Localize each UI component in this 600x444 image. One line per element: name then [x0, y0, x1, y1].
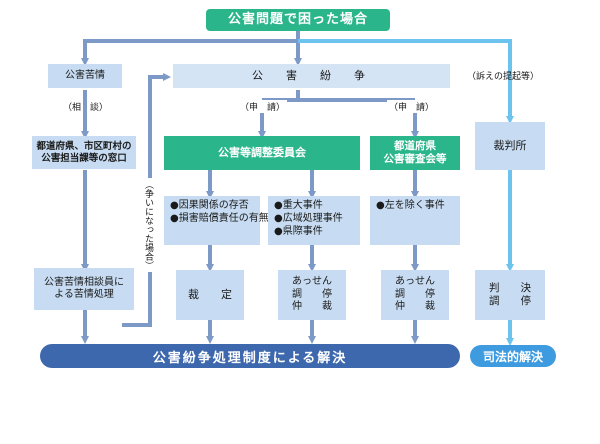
- commission-items-a: ●因果関係の存否 ●損害賠償責任の有無: [164, 196, 269, 245]
- list-item: ●左を除く事件: [376, 200, 445, 211]
- lawsuit-label: （訴えの提起等）: [467, 72, 540, 82]
- court-box: 裁判所: [475, 122, 545, 170]
- public-dispute-box: 公 害 紛 争: [173, 64, 450, 88]
- list-item: ●広域処理事件: [274, 213, 343, 224]
- arbitration-ruling-box: 裁 定: [176, 270, 244, 320]
- arrow-to-court: [298, 39, 514, 124]
- conciliation-label: 調 停: [292, 288, 332, 300]
- commission-title: 公害等調整委員会: [164, 136, 360, 170]
- commission-items-b: ●重大事件 ●広域処理事件 ●県際事件: [268, 196, 360, 245]
- dispute-resolution-bar: 公害紛争処理制度による解決: [40, 344, 460, 368]
- court-conciliation-label: 調 停: [489, 295, 531, 307]
- prefecture-board-title: 都道府県 公害審査会等: [370, 136, 460, 170]
- list-item: ●損害賠償責任の有無: [170, 213, 269, 224]
- prefecture-items: ●左を除く事件: [370, 196, 460, 245]
- prefecture-title-line2: 公害審査会等: [383, 153, 447, 165]
- mediation-label: あっせん: [292, 276, 332, 288]
- arbitration-label: 仲 裁: [395, 301, 435, 313]
- list-item: ●因果関係の存否: [170, 200, 249, 211]
- commission-mediation-box: あっせん 調 停 仲 裁: [278, 270, 346, 320]
- arbitration-label: 仲 裁: [292, 301, 332, 313]
- escalation-label: （争いになった場合）: [143, 178, 153, 272]
- list-item: ●重大事件: [274, 200, 323, 211]
- conciliation-label: 調 停: [395, 288, 435, 300]
- apply-label-commission: （申 請）: [238, 100, 288, 113]
- prefecture-mediation-box: あっせん 調 停 仲 裁: [381, 270, 449, 320]
- complaint-handling-box: 公害苦情相談員による苦情処理: [34, 268, 134, 310]
- judicial-resolution-bar: 司法的解決: [470, 345, 556, 367]
- list-item: ●県際事件: [274, 226, 323, 237]
- judgment-label: 判 決: [489, 281, 531, 294]
- court-result-box: 判 決 調 停: [475, 270, 545, 320]
- mediation-label: あっせん: [395, 276, 435, 288]
- apply-label-prefecture: （申 請）: [387, 100, 437, 113]
- local-window-box: 都道府県、市区町村の公害担当課等の窓口: [32, 136, 136, 169]
- complaint-box: 公害苦情: [48, 64, 122, 88]
- prefecture-title-line1: 都道府県: [394, 139, 436, 152]
- consult-label: （相 談）: [63, 103, 109, 113]
- top-title: 公害問題で困った場合: [206, 9, 390, 31]
